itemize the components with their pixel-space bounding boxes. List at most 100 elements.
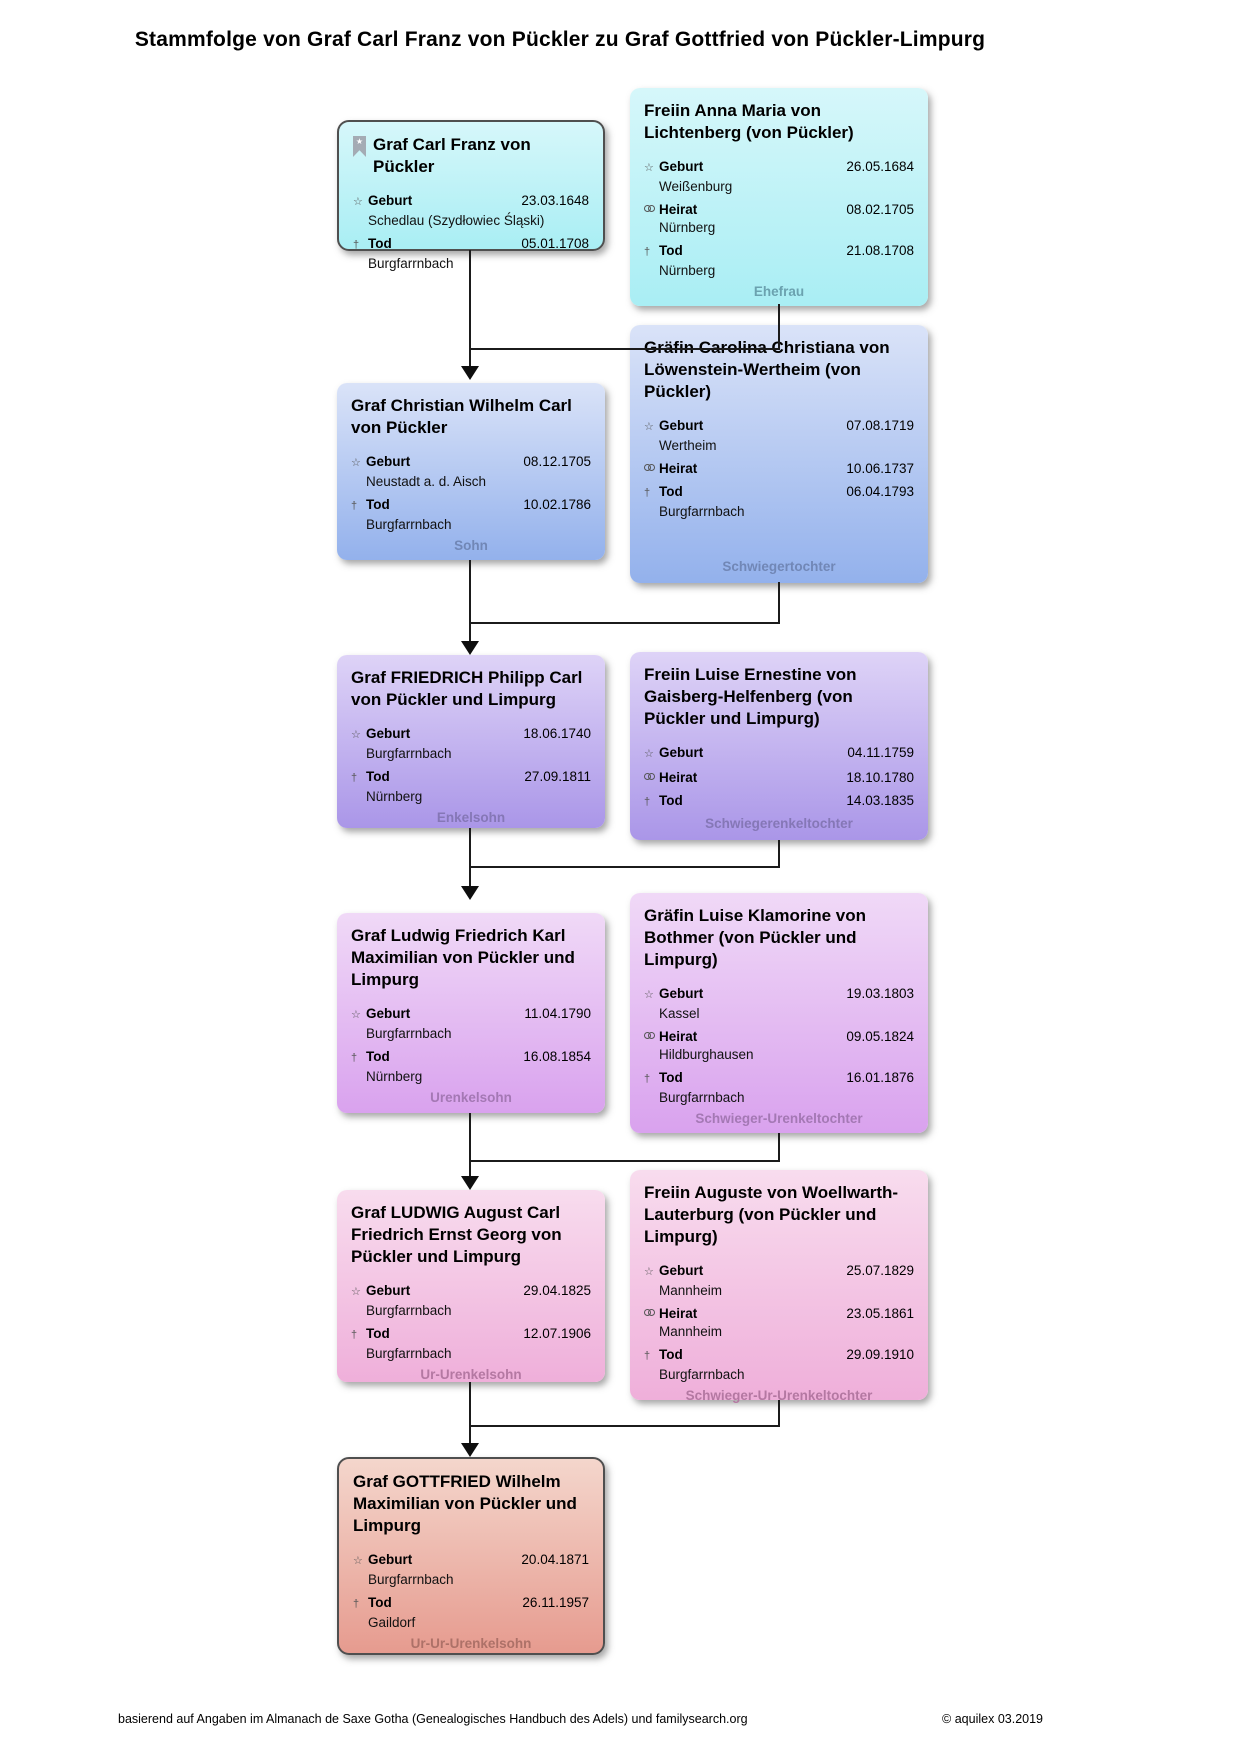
- birth-star-icon: ☆: [644, 1266, 654, 1279]
- death-cross-icon: †: [644, 246, 651, 259]
- event-rows: ☆ Geburt 19.03.1803 Kassel Heirat 09.05.…: [644, 979, 914, 1106]
- relation-label: Sohn: [454, 538, 488, 554]
- birth-label: Geburt: [366, 1283, 411, 1299]
- person-name: Gräfin Luise Klamorine von Bothmer (von …: [644, 906, 866, 970]
- person-name: Graf LUDWIG August Carl Friedrich Ernst …: [351, 1203, 562, 1267]
- birth-star-icon: ☆: [644, 421, 654, 434]
- birth-place: Burgfarrnbach: [366, 1303, 452, 1319]
- birth-date: 11.04.1790: [524, 1006, 591, 1022]
- footer-copyright: © aquilex 03.2019: [942, 1712, 1043, 1726]
- arrow-down-icon: [461, 366, 479, 380]
- connector-line: [778, 582, 780, 624]
- arrow-down-icon: [461, 641, 479, 655]
- relation-label: Enkelsohn: [436, 810, 506, 826]
- death-label: Tod: [659, 243, 683, 259]
- connector-line: [469, 348, 780, 350]
- birth-date: 07.08.1719: [846, 418, 914, 434]
- relation-label: Ehefrau: [753, 284, 805, 300]
- death-row: † Tod 21.08.1708: [644, 242, 914, 261]
- spouse-box-anna-maria[interactable]: Freiin Anna Maria von Lichtenberg (von P…: [630, 88, 928, 306]
- death-date: 05.01.1708: [521, 236, 589, 252]
- relation-label: Schwieger-Ur-Urenkeltochter: [685, 1388, 873, 1404]
- birth-label: Geburt: [368, 193, 413, 209]
- death-place: Burgfarrnbach: [368, 256, 454, 272]
- death-row: † Tod 27.09.1811: [351, 768, 591, 787]
- spouse-box-luise-klamorine[interactable]: Gräfin Luise Klamorine von Bothmer (von …: [630, 893, 928, 1133]
- death-place: Burgfarrnbach: [366, 1346, 452, 1362]
- birth-label: Geburt: [659, 418, 704, 434]
- marriage-rings-icon: [644, 204, 659, 215]
- marriage-place: Nürnberg: [659, 220, 716, 236]
- birth-row: ☆ Geburt 20.04.1871: [353, 1551, 589, 1570]
- marriage-rings-icon: [644, 772, 659, 783]
- birth-row: ☆ Geburt 04.11.1759: [644, 744, 914, 763]
- death-row: † Tod 16.08.1854: [351, 1048, 591, 1067]
- person-box-ludwig-august[interactable]: Graf LUDWIG August Carl Friedrich Ernst …: [337, 1190, 605, 1382]
- death-cross-icon: †: [351, 772, 358, 785]
- death-row: † Tod 06.04.1793: [644, 483, 914, 502]
- marriage-date: 10.06.1737: [846, 461, 914, 477]
- event-rows: ☆ Geburt 29.04.1825 Burgfarrnbach † Tod …: [351, 1276, 591, 1362]
- marriage-label: Heirat: [659, 770, 698, 786]
- birth-row: ☆ Geburt 19.03.1803: [644, 985, 914, 1004]
- marriage-label: Heirat: [659, 1029, 698, 1045]
- death-date: 29.09.1910: [846, 1347, 914, 1363]
- person-name: Freiin Luise Ernestine von Gaisberg-Helf…: [644, 665, 857, 729]
- marriage-place: Mannheim: [659, 1324, 723, 1340]
- event-rows: ☆ Geburt 07.08.1719 Wertheim Heirat 10.0…: [644, 411, 914, 520]
- connector-line: [469, 1113, 471, 1176]
- event-rows: ☆ Geburt 18.06.1740 Burgfarrnbach † Tod …: [351, 719, 591, 805]
- birth-date: 08.12.1705: [523, 454, 591, 470]
- birth-label: Geburt: [366, 454, 411, 470]
- death-label: Tod: [659, 1070, 683, 1086]
- birth-label: Geburt: [368, 1552, 413, 1568]
- death-row: † Tod 12.07.1906: [351, 1325, 591, 1344]
- marriage-row: Heirat 18.10.1780: [644, 769, 914, 786]
- birth-label: Geburt: [659, 986, 704, 1002]
- birth-place: Wertheim: [659, 438, 717, 454]
- marriage-row: Heirat 09.05.1824: [644, 1028, 914, 1045]
- birth-row: ☆ Geburt 23.03.1648: [353, 192, 589, 211]
- marriage-row: Heirat 10.06.1737: [644, 460, 914, 477]
- birth-star-icon: ☆: [353, 1555, 363, 1568]
- birth-date: 26.05.1684: [846, 159, 914, 175]
- birth-row: ☆ Geburt 29.04.1825: [351, 1282, 591, 1301]
- death-label: Tod: [659, 793, 683, 809]
- person-box-christian-wilhelm[interactable]: Graf Christian Wilhelm Carl von Pückler …: [337, 383, 605, 560]
- footer: basierend auf Angaben im Almanach de Sax…: [118, 1712, 1043, 1726]
- birth-date: 25.07.1829: [846, 1263, 914, 1279]
- death-label: Tod: [659, 1347, 683, 1363]
- marriage-rings-icon: [644, 1031, 659, 1042]
- event-rows: ☆ Geburt 20.04.1871 Burgfarrnbach † Tod …: [353, 1545, 589, 1631]
- relation-label: Schwiegerenkeltochter: [705, 816, 853, 832]
- birth-date: 18.06.1740: [523, 726, 591, 742]
- birth-label: Geburt: [659, 1263, 704, 1279]
- death-cross-icon: †: [351, 1329, 358, 1342]
- marriage-row: Heirat 23.05.1861: [644, 1305, 914, 1322]
- event-rows: ☆ Geburt 25.07.1829 Mannheim Heirat 23.0…: [644, 1256, 914, 1383]
- relation-label: Urenkelsohn: [430, 1090, 512, 1106]
- spouse-box-luise-ernestine[interactable]: Freiin Luise Ernestine von Gaisberg-Helf…: [630, 652, 928, 840]
- person-box-gottfried[interactable]: Graf GOTTFRIED Wilhelm Maximilian von Pü…: [337, 1457, 605, 1655]
- connector-line: [469, 1425, 780, 1427]
- death-cross-icon: †: [353, 239, 360, 252]
- death-cross-icon: †: [351, 1052, 358, 1065]
- connector-line: [469, 1160, 780, 1162]
- event-rows: ☆ Geburt 26.05.1684 Weißenburg Heirat 08…: [644, 152, 914, 279]
- birth-row: ☆ Geburt 07.08.1719: [644, 417, 914, 436]
- arrow-down-icon: [461, 886, 479, 900]
- death-label: Tod: [366, 1049, 390, 1065]
- relation-label: Schwieger-Urenkeltochter: [695, 1111, 863, 1127]
- person-box-friedrich-philipp[interactable]: Graf FRIEDRICH Philipp Carl von Pückler …: [337, 655, 605, 828]
- relation-label: Ur-Urenkelsohn: [420, 1367, 522, 1383]
- marriage-date: 18.10.1780: [846, 770, 914, 786]
- person-box-ludwig-friedrich[interactable]: Graf Ludwig Friedrich Karl Maximilian vo…: [337, 913, 605, 1113]
- event-rows: ☆ Geburt 08.12.1705 Neustadt a. d. Aisch…: [351, 447, 591, 533]
- marriage-row: Heirat 08.02.1705: [644, 201, 914, 218]
- spouse-box-carolina-christiana[interactable]: Gräfin Carolina Christiana von Löwenstei…: [630, 325, 928, 583]
- marriage-rings-icon: [644, 463, 659, 474]
- person-box-carl-franz[interactable]: ★ Graf Carl Franz von Pückler ☆ Geburt 2…: [337, 120, 605, 271]
- spouse-box-auguste[interactable]: Freiin Auguste von Woellwarth-Lauterburg…: [630, 1170, 928, 1403]
- bookmark-star-icon: ★: [355, 137, 364, 146]
